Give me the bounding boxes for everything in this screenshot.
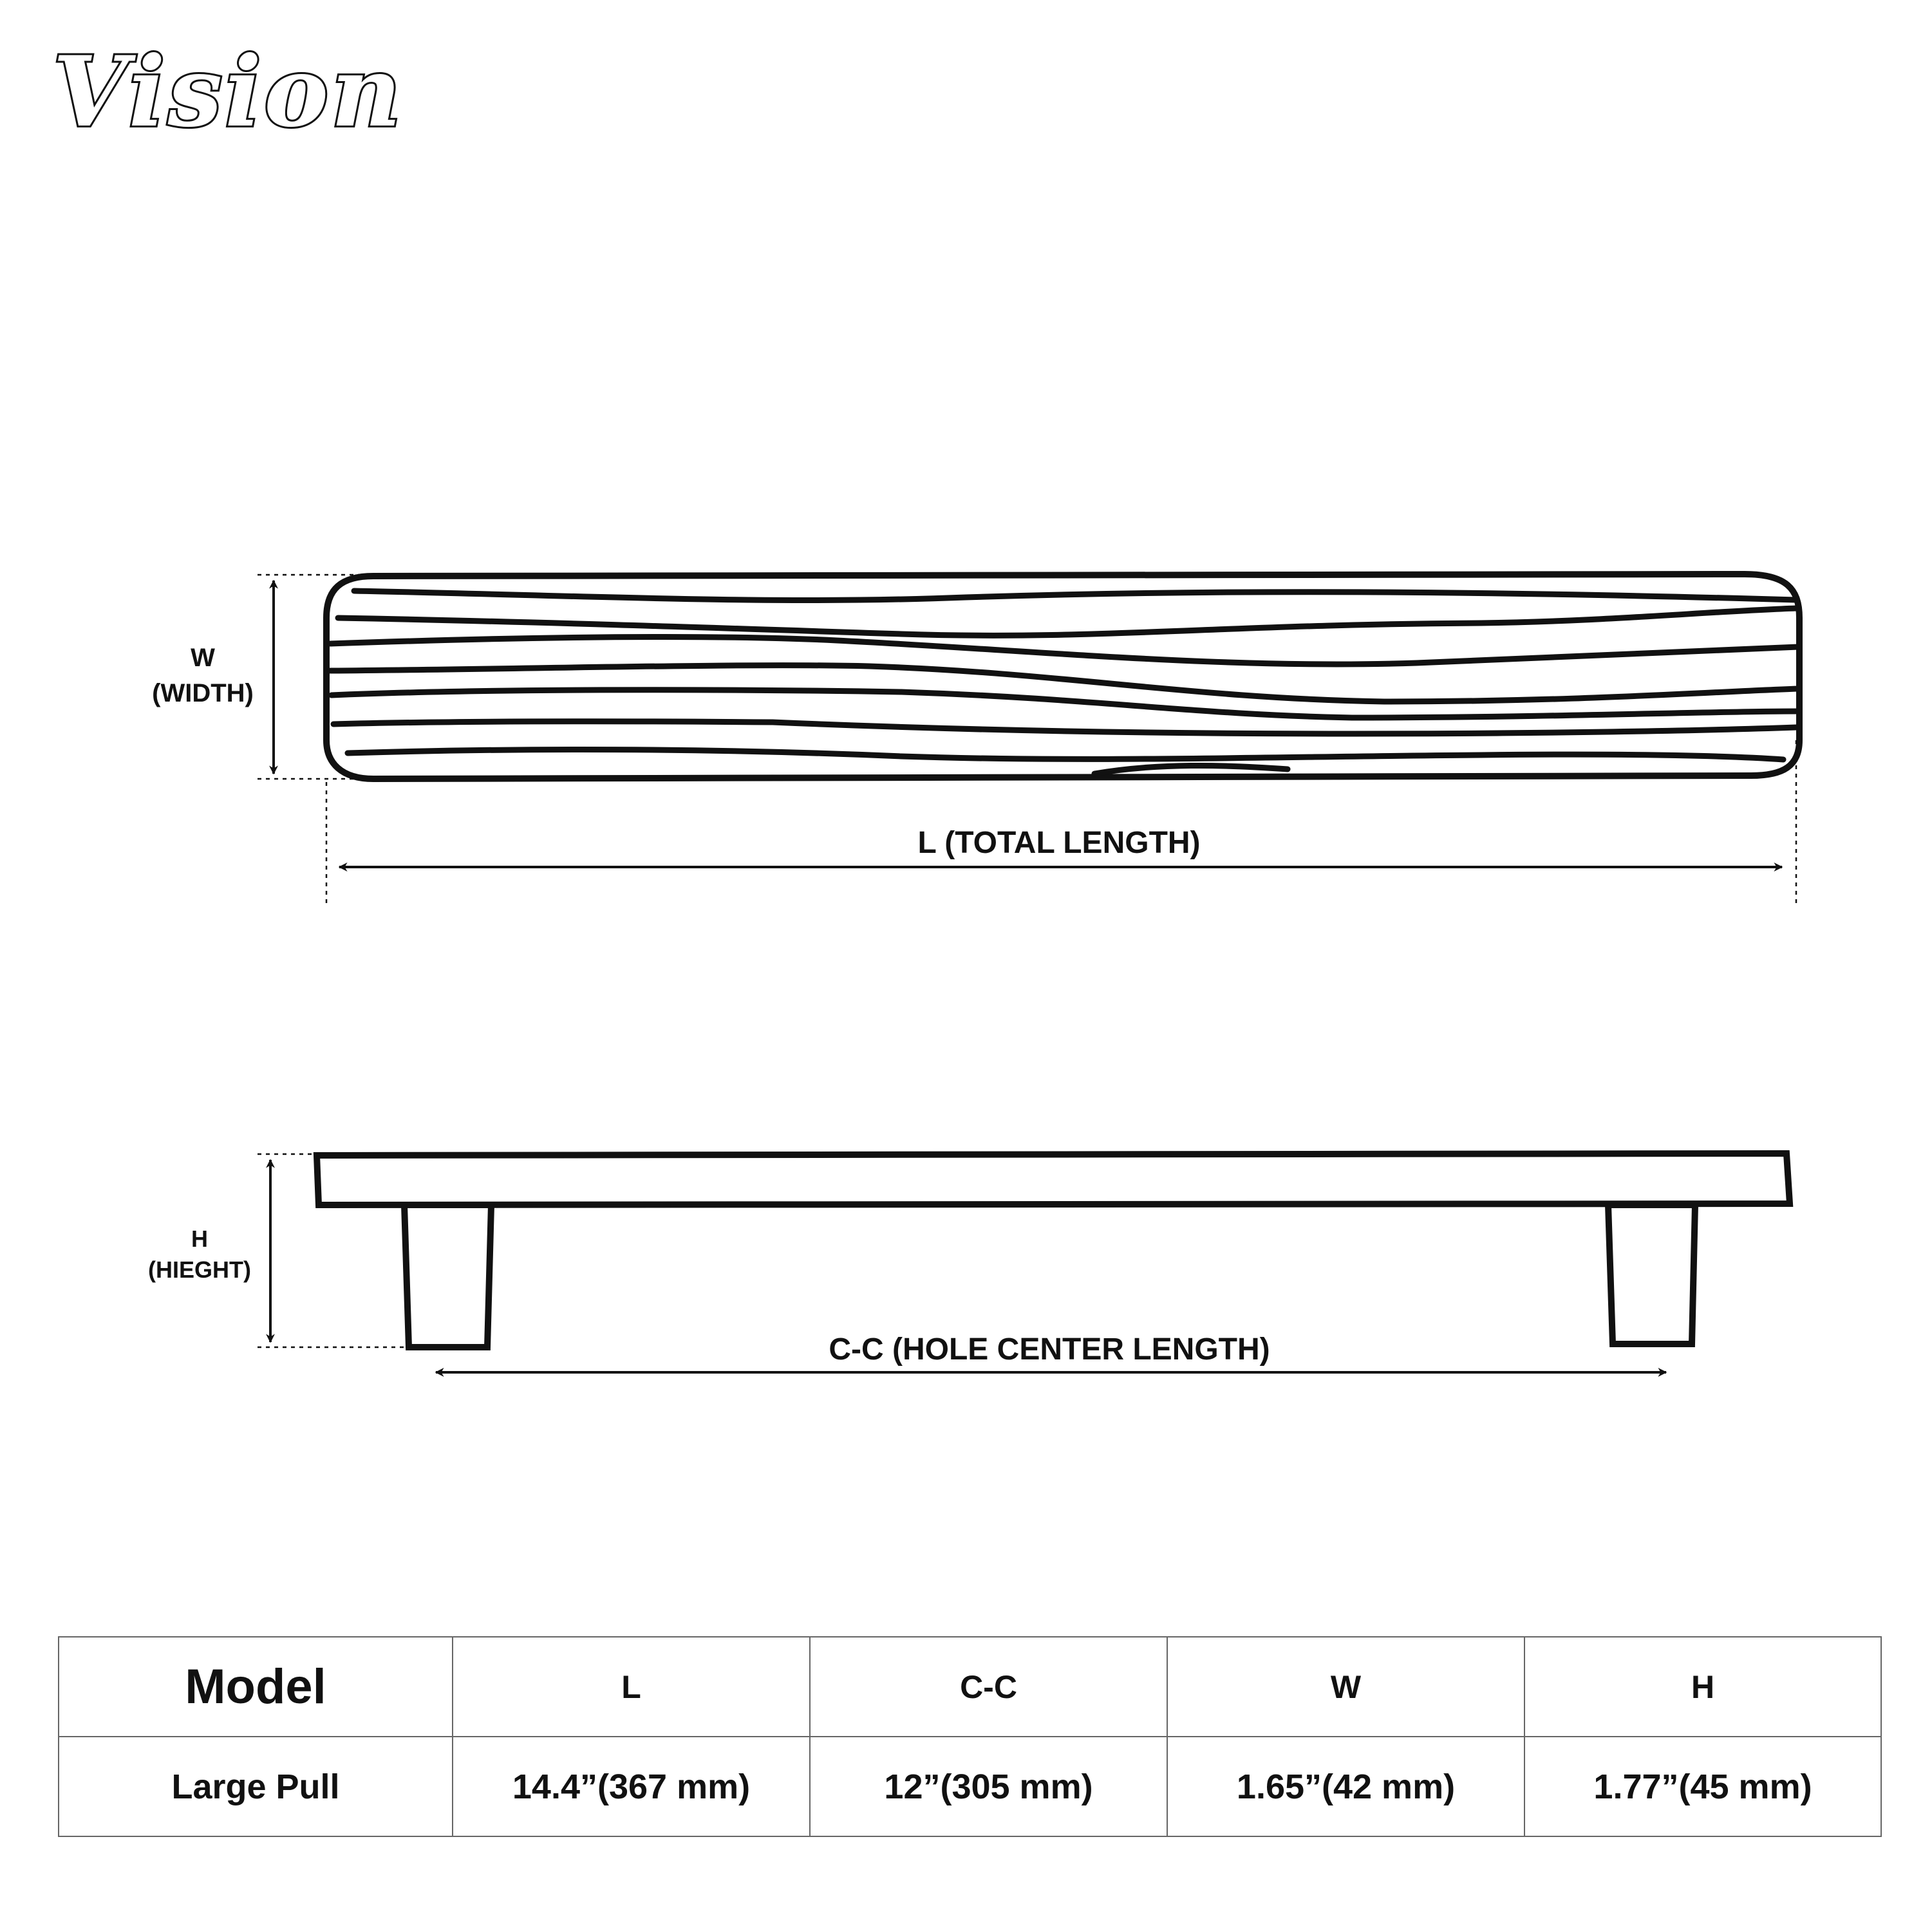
specs-table: Model L C-C W H Large Pull 14.4”(367 mm)…	[58, 1636, 1882, 1837]
width-sublabel: (WIDTH)	[152, 679, 254, 707]
header-model: Model	[58, 1636, 453, 1737]
wood-grain-lines	[327, 588, 1801, 777]
height-label: H	[191, 1226, 208, 1252]
top-view-dimension-lines	[258, 574, 1797, 908]
left-leg	[400, 1202, 495, 1350]
table-row: Large Pull 14.4”(367 mm) 12”(305 mm) 1.6…	[58, 1736, 1882, 1837]
cell-h: 1.77”(45 mm)	[1524, 1736, 1882, 1837]
cell-w: 1.65”(42 mm)	[1167, 1736, 1525, 1837]
handle-bar	[313, 1150, 1794, 1209]
table-header-row: Model L C-C W H	[58, 1636, 1882, 1737]
vision-logo: Vision	[51, 33, 404, 151]
right-leg	[1604, 1202, 1699, 1347]
header-h: H	[1524, 1636, 1882, 1737]
side-view-dimension-lines	[258, 1153, 1667, 1377]
cell-model: Large Pull	[58, 1736, 453, 1837]
height-sublabel: (HIEGHT)	[148, 1256, 251, 1283]
cell-cc: 12”(305 mm)	[809, 1736, 1168, 1837]
length-label: L (TOTAL LENGTH)	[917, 826, 1200, 860]
header-w: W	[1167, 1636, 1525, 1737]
side-view-handle	[313, 1150, 1794, 1350]
cell-l: 14.4”(367 mm)	[452, 1736, 811, 1837]
handle-outline-top	[323, 570, 1803, 783]
header-cc: C-C	[809, 1636, 1168, 1737]
svg-text:Vision: Vision	[53, 35, 404, 149]
cc-label: C-C (HOLE CENTER LENGTH)	[829, 1332, 1270, 1367]
top-view-handle	[323, 570, 1803, 783]
header-l: L	[452, 1636, 811, 1737]
width-label: W	[191, 644, 215, 672]
